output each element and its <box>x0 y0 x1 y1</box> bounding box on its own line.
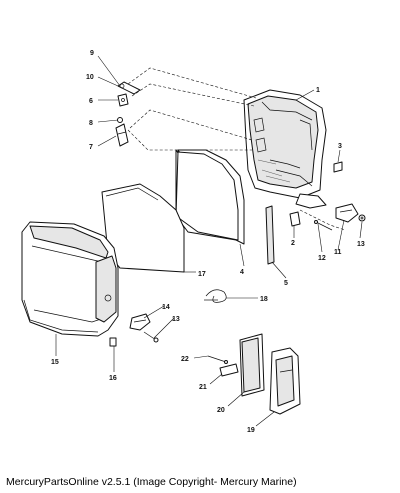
callout-13-upper: 13 <box>357 241 365 248</box>
part-12-latch-rod[interactable] <box>314 220 333 231</box>
callout-20: 20 <box>217 407 225 414</box>
part-19-cover[interactable] <box>269 347 301 415</box>
callout-7: 7 <box>89 144 93 151</box>
callout-22: 22 <box>181 356 189 363</box>
callout-14: 14 <box>162 304 170 311</box>
part-5-seal-strip[interactable] <box>265 205 275 265</box>
callout-15: 15 <box>51 359 59 366</box>
part-20-bracket-plate[interactable] <box>239 333 265 397</box>
callout-4: 4 <box>240 269 244 276</box>
callout-2: 2 <box>291 240 295 247</box>
part-3-pin[interactable] <box>333 161 343 173</box>
callout-10: 10 <box>86 74 94 81</box>
part-22-screw[interactable] <box>207 355 228 364</box>
callout-labels: 1 9 10 6 8 7 3 2 4 5 12 11 13 17 18 14 1… <box>51 50 365 434</box>
callout-9: 9 <box>90 50 94 57</box>
callout-16: 16 <box>109 375 117 382</box>
part-4-side-panel[interactable] <box>175 149 245 245</box>
callout-6: 6 <box>89 98 93 105</box>
callout-17: 17 <box>198 271 206 278</box>
callout-3: 3 <box>338 143 342 150</box>
assembly-guide-lines <box>127 67 346 231</box>
callout-21: 21 <box>199 384 207 391</box>
part-2-clip[interactable] <box>289 211 301 227</box>
part-13-washer[interactable] <box>358 214 366 222</box>
part-8-screw[interactable] <box>117 117 123 123</box>
part-6-hinge-bracket[interactable] <box>117 93 129 107</box>
part-1-rear-cowl[interactable] <box>243 89 327 209</box>
part-21-clip[interactable] <box>219 363 239 377</box>
part-16-screw[interactable] <box>109 337 117 347</box>
part-9-10-hinge-pin[interactable] <box>117 81 141 95</box>
part-15-lower-cowl[interactable] <box>21 221 119 337</box>
leader-lines <box>55 55 363 427</box>
callout-18: 18 <box>260 296 268 303</box>
callout-11: 11 <box>334 249 342 256</box>
part-14-latch-hook[interactable] <box>129 313 151 331</box>
copyright-caption: MercuryPartsOnline v2.5.1 (Image Copyrig… <box>6 476 297 488</box>
part-18-cable[interactable] <box>204 289 227 303</box>
callout-5: 5 <box>284 280 288 287</box>
callout-13-lower: 13 <box>172 316 180 323</box>
part-13-screw-lower[interactable] <box>143 331 159 343</box>
callout-12: 12 <box>318 255 326 262</box>
callout-19: 19 <box>247 427 255 434</box>
callout-8: 8 <box>89 120 93 127</box>
callout-1: 1 <box>316 87 320 94</box>
part-11-latch[interactable] <box>335 203 359 223</box>
part-7-hinge-plate[interactable] <box>115 123 129 147</box>
